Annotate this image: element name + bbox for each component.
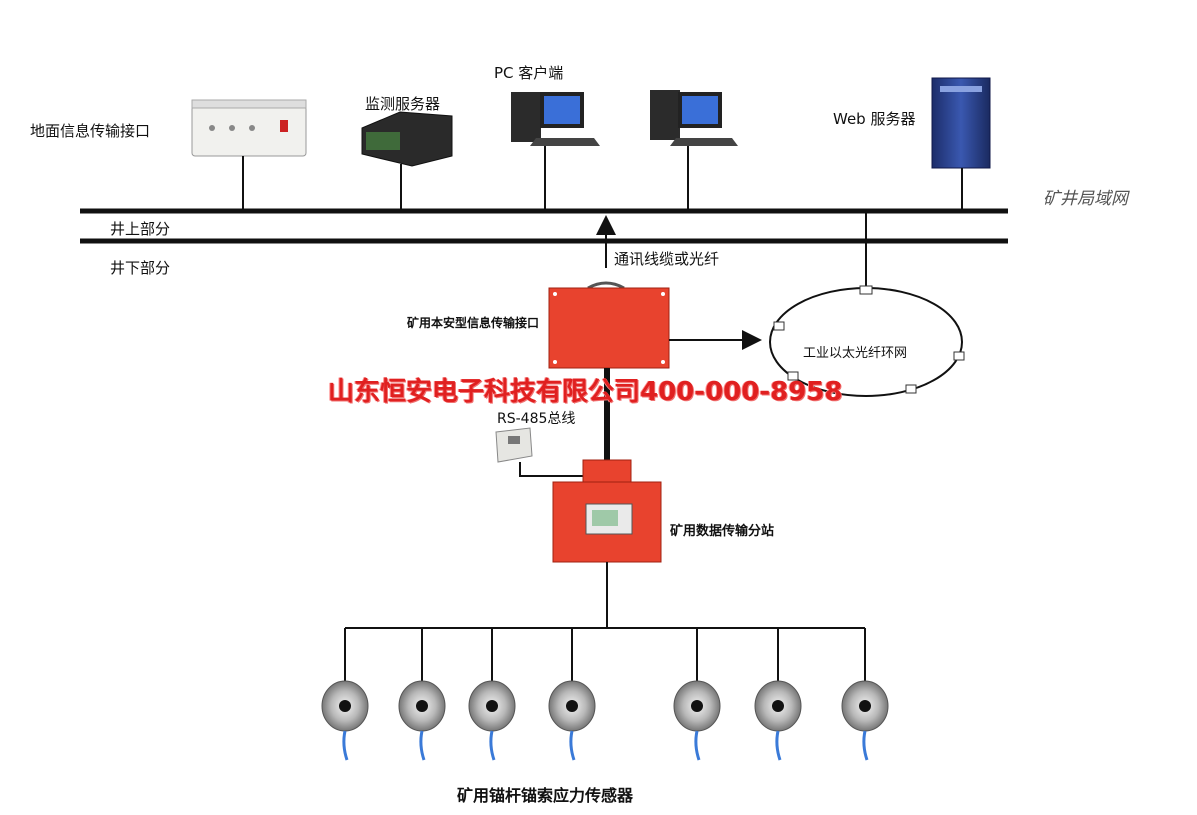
sensor-group <box>321 628 889 761</box>
monitor-server-device <box>361 111 453 211</box>
sensor-1 <box>321 628 369 761</box>
pc-client-1 <box>511 92 600 211</box>
web-server-label: Web 服务器 <box>833 110 916 128</box>
cable-or-fiber-label: 通讯线缆或光纤 <box>614 250 720 268</box>
rs485-device <box>495 427 583 477</box>
mine-lan-label: 矿井局域网 <box>1043 189 1128 209</box>
sensors-label: 矿用锚杆锚索应力传感器 <box>457 786 634 805</box>
ethernet-ring <box>769 285 965 397</box>
monitor-server-label: 监测服务器 <box>365 95 441 113</box>
sensor-2 <box>398 628 446 761</box>
pc-client-label: PC 客户端 <box>494 64 564 82</box>
safe-interface-label: 矿用本安型信息传输接口 <box>407 316 540 330</box>
surface-interface-device <box>191 99 307 211</box>
surface-interface-label: 地面信息传输接口 <box>30 122 151 140</box>
sensor-5 <box>673 628 721 761</box>
sensor-4 <box>548 628 596 761</box>
substation-device <box>552 459 662 628</box>
sensor-7 <box>841 628 889 761</box>
pc-client-2 <box>650 90 738 211</box>
sensor-6 <box>754 628 802 761</box>
safe-interface-device <box>548 281 670 369</box>
below-ground-label: 井下部分 <box>110 259 171 277</box>
company-watermark: 山东恒安电子科技有限公司400-000-8958 <box>328 377 843 407</box>
above-ground-label: 井上部分 <box>110 220 171 238</box>
substation-label: 矿用数据传输分站 <box>670 524 775 539</box>
ethernet-ring-label: 工业以太光纤环网 <box>803 346 908 361</box>
sensor-3 <box>468 628 516 761</box>
rs485-label: RS-485总线 <box>497 411 576 427</box>
web-server-device <box>931 77 991 211</box>
